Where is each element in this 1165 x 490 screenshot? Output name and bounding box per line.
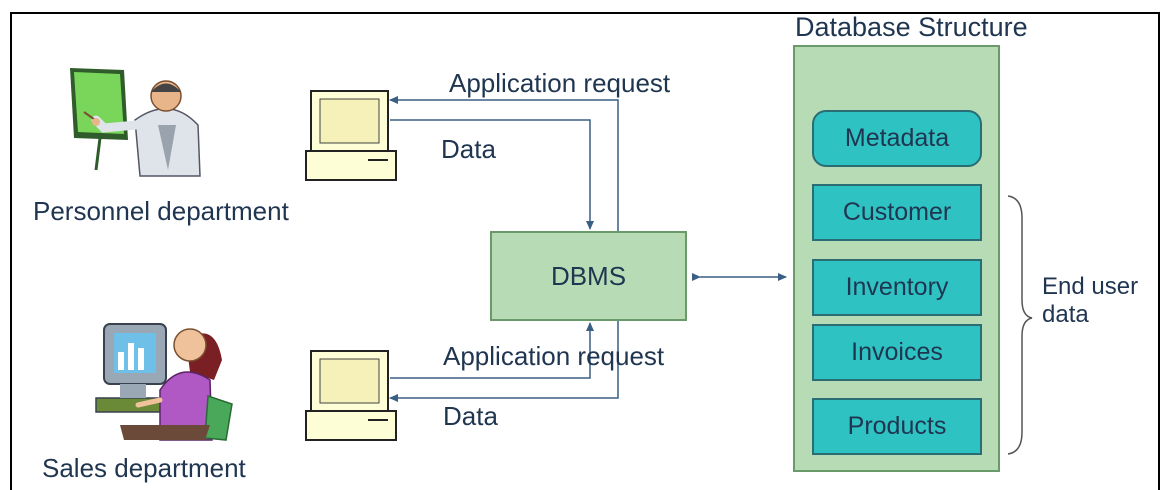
bottom-data-label: Data (443, 401, 498, 431)
bottom-request-arrow (390, 322, 594, 379)
customer-label: Customer (842, 198, 952, 226)
sales-department-label: Sales department (42, 453, 246, 483)
invoices-table: Invoices (812, 324, 982, 381)
end-user-data-label: End user data (1042, 273, 1139, 328)
presenter-icon (70, 68, 201, 177)
woman-at-computer-icon (95, 323, 233, 441)
personnel-department-label: Personnel department (33, 196, 289, 226)
top-application-request-label: Application request (449, 68, 671, 98)
database-structure-title: Database Structure (795, 12, 1028, 42)
top-data-label: Data (441, 134, 496, 164)
computer-icon (305, 350, 397, 441)
bottom-application-request-label: Application request (443, 341, 665, 371)
products-label: Products (847, 412, 947, 440)
diagram-frame (10, 12, 1160, 490)
dbms-label: DBMS (550, 260, 627, 291)
top-data-arrow (390, 119, 594, 230)
metadata-label: Metadata (844, 124, 950, 152)
products-table: Products (812, 398, 982, 455)
inventory-table: Inventory (812, 259, 982, 316)
computer-icon (305, 90, 397, 181)
metadata-table: Metadata (812, 110, 982, 167)
customer-table: Customer (812, 184, 982, 241)
inventory-label: Inventory (845, 273, 949, 301)
bottom-data-arrow (389, 321, 619, 402)
dbms-box: DBMS (490, 231, 687, 321)
top-request-arrow (389, 96, 619, 231)
invoices-label: Invoices (851, 338, 943, 366)
end-user-data-brace (1007, 195, 1033, 455)
